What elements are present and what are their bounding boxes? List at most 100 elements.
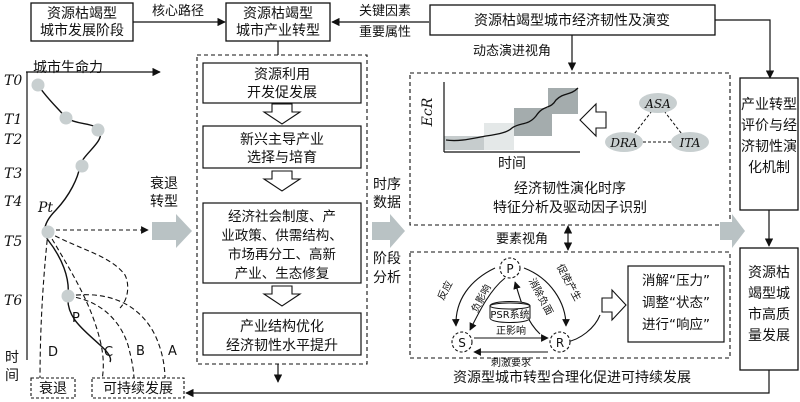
- pt-label: Pt: [37, 200, 53, 216]
- node-t1: [59, 111, 73, 125]
- transform-box: [225, 2, 331, 42]
- step-4-line2: 经济韧性水平提升: [226, 338, 338, 354]
- node-asa-label: ASA: [644, 97, 671, 111]
- pipeline-down-arrow-3: [262, 285, 302, 307]
- resilience-right-connector: [715, 19, 775, 79]
- step-2-line1: 新兴主导产业: [240, 132, 324, 148]
- path-label-a: A: [168, 344, 177, 359]
- core-path-label: 核心路径: [152, 3, 204, 19]
- quality-line2: 竭型城: [748, 286, 790, 302]
- time-label-t1: T1: [4, 112, 22, 128]
- branch-d: [39, 231, 49, 381]
- quality-box: [739, 247, 799, 371]
- sustainable-outcome-label: 可持续发展: [103, 380, 173, 397]
- decline-label-2: 转型: [150, 194, 178, 210]
- node-dra-label: DRA: [609, 136, 638, 150]
- element-view-label: 要素视角: [496, 232, 548, 247]
- step-4-line1: 产业结构优化: [240, 319, 324, 335]
- quality-line4: 量发展: [748, 328, 790, 344]
- resilience-box-title: 资源枯竭型城市经济韧性及演变: [474, 12, 670, 29]
- psr-result-line3: 进行“响应”: [642, 316, 710, 333]
- psr-node-r-label: R: [556, 336, 564, 350]
- psr-arrow-negative: [469, 277, 506, 331]
- psr-cylinder-top: [489, 302, 531, 310]
- ecr-chart: EcR 时间: [420, 82, 580, 172]
- node-asa: [639, 93, 677, 113]
- lifecycle-nodes: [31, 78, 105, 303]
- pipeline-down-arrow-2: [262, 170, 302, 192]
- branch-c: [47, 231, 104, 381]
- factor-to-chart-arrow: [579, 102, 607, 138]
- mechanism-box: [739, 77, 799, 211]
- node-t0: [31, 78, 45, 92]
- dynamic-panel: [409, 72, 731, 226]
- node-ita: [671, 132, 709, 152]
- time-label-t4: T4: [4, 194, 22, 210]
- stage-analysis-label-1: 阶段: [373, 251, 401, 267]
- quality-line1: 资源枯: [748, 265, 790, 281]
- decline-outcome-box: [30, 377, 76, 399]
- time-label-t0: T0: [4, 73, 22, 89]
- lifecycle-title: 城市生命力: [33, 59, 103, 76]
- psr-system-cylinder: [489, 301, 531, 323]
- psr-arrow-promote: [523, 267, 570, 327]
- time-axis-label-1: 时: [5, 350, 19, 366]
- important-attr-label: 重要属性: [359, 24, 411, 40]
- pipeline-step-3: [202, 202, 362, 284]
- psr-node-p: [499, 257, 521, 279]
- mechanism-line4: 化机制: [748, 160, 790, 176]
- branch-p: [47, 231, 129, 309]
- psr-positive-label: 正影响: [496, 324, 526, 337]
- time-label-t3: T3: [4, 166, 22, 182]
- step-1-line1: 资源利用: [254, 67, 310, 83]
- stage-box: [30, 2, 134, 42]
- step-3-line2: 业政策、供需结构、: [221, 227, 343, 244]
- step-3-line4: 产业、生态修复: [235, 265, 330, 282]
- timeseries-label-2: 数据: [373, 195, 401, 211]
- stage-box-line1: 资源枯竭型: [47, 6, 117, 22]
- node-ita-label: ITA: [679, 136, 701, 150]
- lifecycle-curve: [37, 84, 112, 363]
- node-t3: [75, 159, 89, 173]
- path-label-b: B: [136, 344, 145, 359]
- resilience-box: [429, 4, 716, 36]
- transform-box-line2: 城市产业转型: [236, 22, 320, 39]
- path-label-d: D: [48, 345, 58, 360]
- ecr-curve: [445, 87, 579, 142]
- mechanism-line2: 评价与经: [741, 118, 797, 134]
- bottom-feedback-line: [185, 370, 770, 398]
- quality-line3: 市高质: [748, 306, 790, 323]
- psr-panel: [409, 251, 731, 359]
- ecr-y-label: EcR: [420, 97, 436, 127]
- time-label-t5: T5: [4, 234, 22, 250]
- timeseries-label-1: 时序: [373, 177, 401, 193]
- panel-to-right-arrow: [720, 214, 745, 248]
- step-1-line2: 开发促发展: [247, 85, 317, 101]
- ecr-band-3: [514, 108, 552, 136]
- node-t6: [61, 289, 75, 303]
- time-axis-label-2: 间: [5, 368, 19, 384]
- psr-to-result-arrow: [601, 288, 627, 322]
- mechanism-line3: 济韧性演: [741, 139, 797, 155]
- step-3-line3: 市场再分工、高新: [228, 246, 336, 263]
- decline-outcome-label: 衰退: [39, 380, 67, 397]
- psr-result-line2: 调整“状态”: [642, 295, 710, 311]
- stage-box-line2: 城市发展阶段: [40, 22, 124, 39]
- branch-b: [67, 295, 135, 381]
- psr-diagram: P S R PSR系统 正影响 刺激要求 反应 负影响 消除负面 促使产生: [434, 257, 601, 369]
- node-t5: [41, 225, 55, 239]
- psr-node-p-label: P: [506, 262, 513, 276]
- psr-eliminate-label: 消除负面: [526, 276, 556, 317]
- transform-box-line1: 资源枯竭型: [243, 6, 313, 22]
- psr-feedback-label: 反应: [434, 278, 455, 302]
- ecr-x-label: 时间: [498, 156, 526, 172]
- time-labels: T0 T1 T2 T3 T4 T5 T6: [4, 73, 22, 309]
- p-label: P: [72, 311, 80, 326]
- psr-node-s-label: S: [458, 336, 466, 350]
- stage-analysis-label-2: 分析: [373, 270, 401, 286]
- psr-stimulus-label: 刺激要求: [491, 356, 531, 369]
- time-label-t2: T2: [4, 132, 22, 148]
- decline-transform-arrow: [152, 214, 192, 248]
- psr-result-line1: 消解“压力”: [642, 273, 710, 289]
